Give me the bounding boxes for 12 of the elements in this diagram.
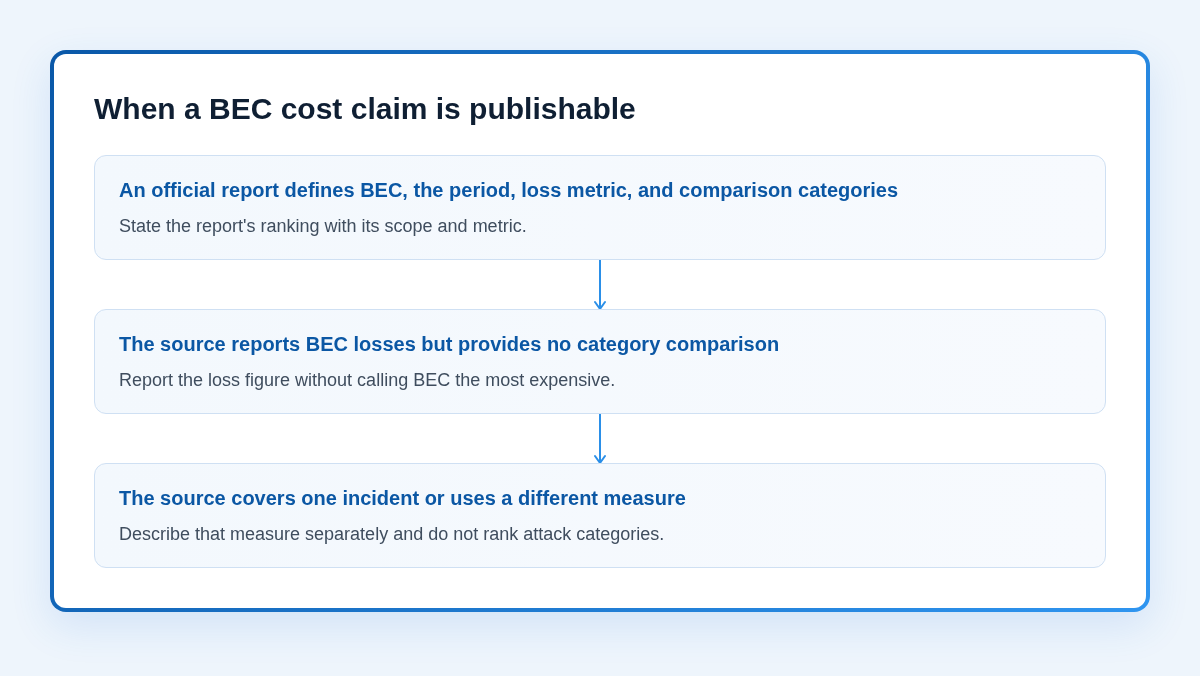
step-description: Describe that measure separately and do not rank attack categories. [119, 523, 665, 546]
step-box [94, 463, 1106, 568]
step-heading: The source covers one incident or uses a different measure [119, 486, 686, 510]
step-box [94, 309, 1106, 414]
step-box [94, 155, 1106, 260]
step-description: State the report's ranking with its scope and metric. [119, 215, 527, 238]
step-description: Report the loss figure without calling BEC the most expensive. [119, 369, 616, 392]
arrow [594, 259, 606, 310]
diagram-title: When a BEC cost claim is publishable [94, 91, 636, 127]
step-heading: The source reports BEC losses but provides no category comparison [119, 332, 780, 356]
step-heading: An official report defines BEC, the period, loss metric, and comparison categories [119, 178, 899, 202]
arrow [594, 413, 606, 464]
